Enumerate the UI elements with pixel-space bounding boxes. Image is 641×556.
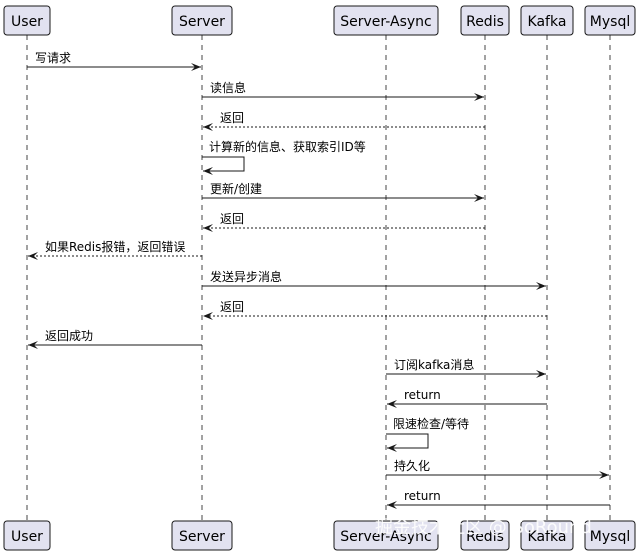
message-4: 计算新的信息、获取索引ID等 bbox=[202, 139, 366, 175]
message-label: 返回 bbox=[220, 300, 244, 314]
arrowhead bbox=[474, 93, 484, 101]
participant-label: Server-Async bbox=[340, 529, 432, 545]
participant-server-bottom: Server bbox=[171, 520, 233, 551]
message-2: 读信息 bbox=[202, 80, 484, 101]
participant-label: Server-Async bbox=[340, 14, 432, 30]
participant-label: Mysql bbox=[590, 14, 630, 30]
arrowhead bbox=[203, 167, 213, 175]
participant-user-bottom: User bbox=[3, 520, 51, 551]
arrowhead bbox=[474, 194, 484, 202]
message-label: 读信息 bbox=[210, 80, 246, 95]
participant-label: Redis bbox=[466, 14, 504, 30]
participant-label: Server bbox=[179, 14, 225, 30]
message-label: 返回 bbox=[220, 212, 244, 226]
participant-server_async-top: Server-Async bbox=[333, 5, 439, 36]
messages: 写请求读信息返回计算新的信息、获取索引ID等更新/创建返回如果Redis报错，返… bbox=[27, 51, 610, 509]
arrowhead bbox=[536, 370, 546, 378]
participant-box bbox=[333, 5, 439, 36]
participant-row-bottom: User Server Server-Async Redis Kafka Mysql bbox=[3, 520, 636, 551]
participant-box bbox=[584, 520, 636, 551]
arrowhead bbox=[536, 282, 546, 290]
participant-label: Server bbox=[179, 529, 225, 545]
participant-box bbox=[460, 520, 510, 551]
arrowhead bbox=[387, 400, 397, 408]
arrowhead bbox=[203, 312, 213, 320]
arrowhead bbox=[387, 444, 397, 452]
arrowhead bbox=[203, 224, 213, 232]
message-9: 返回 bbox=[203, 300, 547, 320]
message-label: 更新/创建 bbox=[210, 181, 262, 196]
self-message-line bbox=[202, 156, 245, 172]
participant-label: User bbox=[11, 14, 43, 30]
message-10: 返回成功 bbox=[28, 329, 202, 349]
message-11: 订阅kafka消息 bbox=[386, 357, 546, 378]
message-13: 限速检查/等待 bbox=[386, 416, 469, 452]
participant-box bbox=[333, 520, 439, 551]
participant-row-top: User Server Server-Async Redis Kafka Mysql bbox=[3, 5, 636, 36]
message-label: 如果Redis报错，返回错误 bbox=[45, 239, 185, 254]
arrowhead bbox=[191, 63, 201, 71]
participant-server_async-bottom: Server-Async bbox=[333, 520, 439, 551]
message-15: return bbox=[387, 489, 610, 509]
message-7: 如果Redis报错，返回错误 bbox=[28, 239, 202, 260]
participant-kafka-bottom: Kafka bbox=[520, 520, 574, 551]
arrowhead bbox=[28, 252, 38, 260]
participant-server-top: Server bbox=[171, 5, 233, 36]
message-label: 返回成功 bbox=[45, 329, 93, 343]
message-1: 写请求 bbox=[27, 51, 201, 71]
participant-label: Mysql bbox=[590, 529, 630, 545]
participant-mysql-top: Mysql bbox=[584, 5, 636, 36]
self-message-line bbox=[386, 433, 429, 449]
message-label: 持久化 bbox=[394, 458, 430, 473]
participant-kafka-top: Kafka bbox=[520, 5, 574, 36]
message-label: 计算新的信息、获取索引ID等 bbox=[209, 139, 366, 154]
participant-box bbox=[520, 5, 574, 36]
participant-box bbox=[3, 5, 51, 36]
participant-box bbox=[171, 520, 233, 551]
arrowhead bbox=[599, 471, 609, 479]
message-14: 持久化 bbox=[386, 458, 609, 479]
message-label: 写请求 bbox=[35, 51, 71, 65]
message-12: return bbox=[387, 388, 547, 408]
participant-redis-top: Redis bbox=[460, 5, 510, 36]
message-5: 更新/创建 bbox=[202, 181, 484, 202]
participant-box bbox=[520, 520, 574, 551]
participant-box bbox=[3, 520, 51, 551]
message-label: 返回 bbox=[220, 111, 244, 125]
participant-box bbox=[171, 5, 233, 36]
message-label: 限速检查/等待 bbox=[393, 416, 469, 431]
participant-label: Kafka bbox=[528, 529, 567, 545]
arrowhead bbox=[28, 341, 38, 349]
arrowhead bbox=[387, 501, 397, 509]
lifelines bbox=[26, 35, 611, 521]
participant-label: User bbox=[11, 529, 43, 545]
arrowhead bbox=[203, 123, 213, 131]
participant-user-top: User bbox=[3, 5, 51, 36]
message-6: 返回 bbox=[203, 212, 485, 232]
participant-label: Kafka bbox=[528, 14, 567, 30]
message-8: 发送异步消息 bbox=[202, 269, 546, 290]
participant-redis-bottom: Redis bbox=[460, 520, 510, 551]
watermark: 掘金技术社区 @ SoRound bbox=[375, 517, 592, 538]
participant-box bbox=[584, 5, 636, 36]
message-label: return bbox=[404, 489, 441, 503]
message-label: 发送异步消息 bbox=[210, 269, 282, 284]
message-label: return bbox=[404, 388, 441, 402]
participant-label: Redis bbox=[466, 529, 504, 545]
participant-box bbox=[460, 5, 510, 36]
participant-mysql-bottom: Mysql bbox=[584, 520, 636, 551]
message-3: 返回 bbox=[203, 111, 485, 131]
message-label: 订阅kafka消息 bbox=[394, 357, 474, 372]
